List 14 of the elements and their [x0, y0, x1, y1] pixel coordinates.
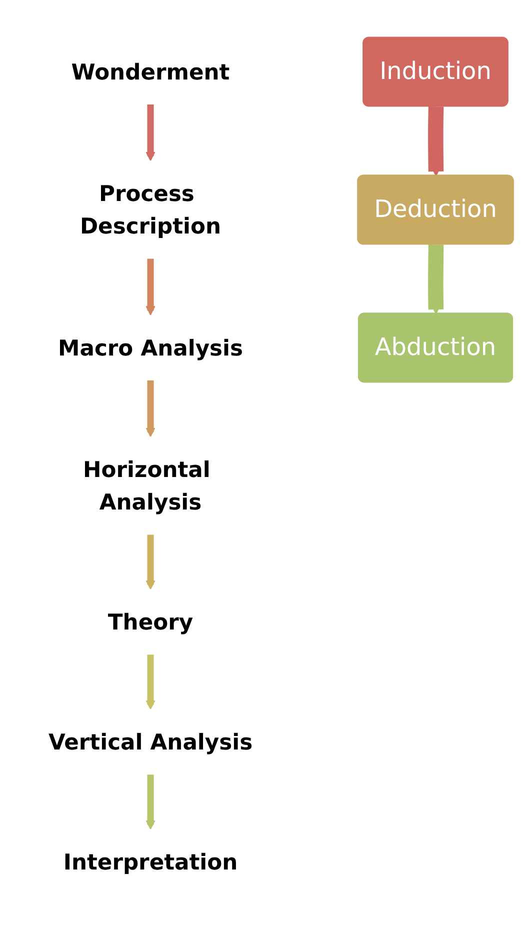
node-text: Interpretation: [63, 848, 238, 875]
node-text: Theory: [108, 608, 194, 636]
node-text: Process Description: [80, 180, 222, 240]
arrow: [146, 258, 156, 316]
arrow: [146, 534, 156, 590]
arrow: [146, 380, 156, 437]
node-text: Vertical Analysis: [48, 728, 253, 756]
arrow: [146, 104, 156, 162]
node-text: Wonderment: [71, 58, 230, 85]
arrow: [146, 654, 156, 710]
arrow: [146, 774, 156, 830]
node-text: Horizontal Analysis: [83, 456, 210, 516]
arrow: [428, 244, 444, 314]
node-text: Macro Analysis: [58, 334, 243, 361]
